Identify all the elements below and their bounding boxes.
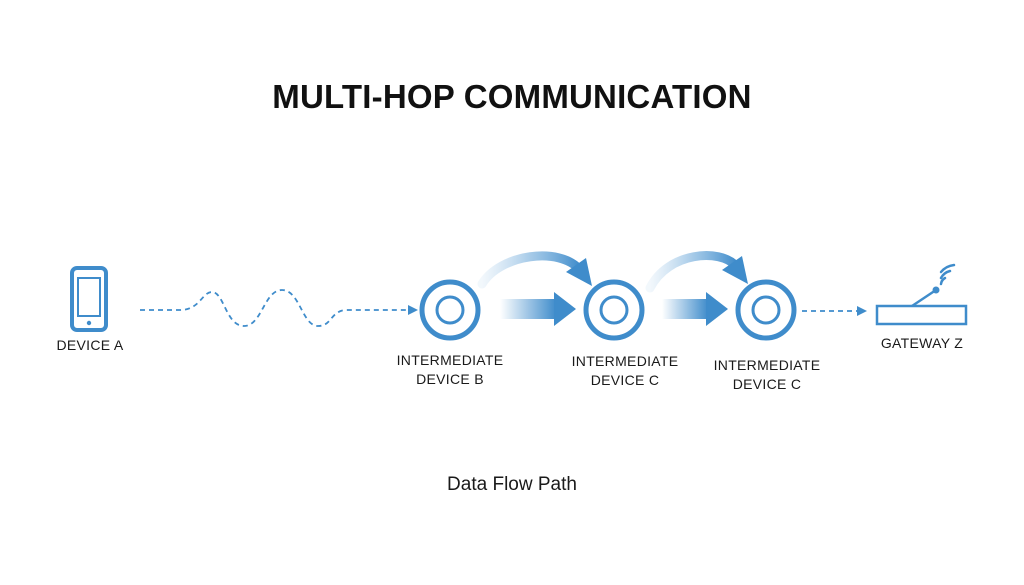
hop-arrowhead-c-c [706, 292, 728, 326]
intermediate-b-label: INTERMEDIATE DEVICE B [385, 351, 515, 389]
arrowhead-a-b [408, 305, 418, 315]
intermediate-b-line1: INTERMEDIATE [396, 352, 504, 368]
hop-arc-arrowhead-b-c [566, 258, 592, 286]
intermediate-c2-line2: DEVICE C [732, 376, 802, 392]
diagram-caption: Data Flow Path [447, 474, 577, 495]
wireless-link-a-b [140, 289, 410, 327]
relay-node-icon [583, 279, 645, 341]
wifi-signal-icon [939, 263, 956, 286]
intermediate-c2-line1: INTERMEDIATE [713, 357, 821, 373]
gateway-z-name: GATEWAY Z [880, 335, 964, 351]
intermediate-c2-label: INTERMEDIATE DEVICE C [702, 356, 832, 394]
arrowhead-c-gateway [857, 306, 867, 316]
gateway-router-icon [875, 286, 968, 326]
hop-arc-arrow-c-c [645, 251, 741, 293]
page-title: MULTI-HOP COMMUNICATION [272, 78, 752, 115]
device-a-name: DEVICE A [56, 337, 124, 353]
device-a-label: DEVICE A [40, 336, 140, 355]
hop-arrow-c-c [662, 299, 708, 319]
relay-node-icon [419, 279, 481, 341]
hop-arc-arrowhead-c-c [722, 256, 748, 284]
hop-arc-arrow-b-c [477, 251, 585, 289]
intermediate-c1-line1: INTERMEDIATE [571, 353, 679, 369]
gateway-z-label: GATEWAY Z [862, 334, 982, 353]
relay-node-icon [735, 279, 797, 341]
intermediate-c1-label: INTERMEDIATE DEVICE C [560, 352, 690, 390]
hop-arrowhead-b-c [554, 292, 576, 326]
hop-arrow-b-c [500, 299, 556, 319]
intermediate-c1-line2: DEVICE C [590, 372, 660, 388]
intermediate-b-line2: DEVICE B [416, 371, 484, 387]
smartphone-icon [70, 266, 108, 332]
